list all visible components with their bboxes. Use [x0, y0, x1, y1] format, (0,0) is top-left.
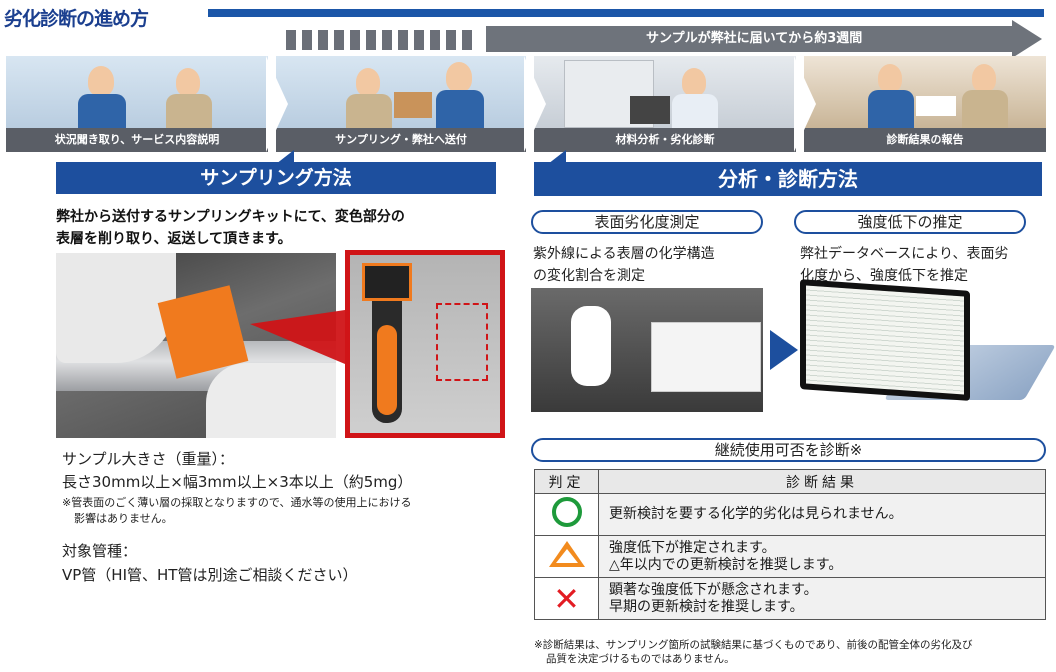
mark-cell [534, 493, 599, 536]
duration-arrow-head [1012, 20, 1042, 58]
diagnosis-table: 判定 診断結果 更新検討を要する化学的劣化は見られません。 強度低下が推定されま… [534, 469, 1046, 620]
mark-cell [534, 535, 599, 578]
step-label: 診断結果の報告 [804, 128, 1046, 152]
continuation-title: 継続使用可否を診断※ [531, 438, 1046, 462]
step-chevron [524, 56, 546, 152]
banner-pointer [276, 150, 294, 164]
strength-description: 弊社データベースにより、表面劣 化度から、強度低下を推定 [800, 246, 1009, 284]
pipe-type-value: VP管（HI管、HT管は別途ご相談ください） [62, 566, 358, 584]
surface-degradation-label: 表面劣化度測定 [531, 210, 763, 234]
step-sampling: サンプリング・弊社へ送付 [276, 56, 526, 152]
sampling-banner: サンプリング方法 [56, 162, 496, 194]
title-rule [208, 9, 1044, 17]
flow-arrow-icon [770, 330, 798, 370]
surface-description: 紫外線による表層の化学構造 の変化割合を測定 [533, 246, 715, 284]
database-monitor-image [800, 279, 1056, 410]
sample-size-note: ※管表面のごく薄い層の採取となりますので、通水等の使用上における 影響はありませ… [62, 496, 412, 525]
step-label: 状況聞き取り、サービス内容説明 [6, 128, 268, 152]
sampling-kit-photo [345, 250, 505, 438]
result-cell: 強度低下が推定されます。 △年以内での更新検討を推奨します。 [598, 535, 1046, 578]
page-title: 劣化診断の進め方 [4, 8, 149, 30]
table-row: ✕ 顕著な強度低下が懸念されます。 早期の更新検討を推奨します。 [534, 577, 1046, 620]
pipe-type-title: 対象管種： [62, 542, 138, 560]
result-cell: 顕著な強度低下が懸念されます。 早期の更新検討を推奨します。 [598, 577, 1046, 620]
step-illustration [534, 56, 796, 128]
step-report: 診断結果の報告 [804, 56, 1046, 152]
header-result: 診断結果 [598, 469, 1046, 494]
step-chevron [794, 56, 816, 152]
sampling-photo [56, 253, 336, 438]
callout-connector [250, 310, 345, 364]
sampling-description: 弊社から送付するサンプリングキットにて、変色部分の 表層を削り取り、返送して頂き… [56, 209, 405, 247]
step-illustration [276, 56, 526, 128]
table-row: 更新検討を要する化学的劣化は見られません。 [534, 493, 1046, 536]
triangle-icon [548, 541, 585, 567]
banner-pointer [548, 150, 566, 164]
mark-cell: ✕ [534, 577, 599, 620]
step-hearing: 状況聞き取り、サービス内容説明 [6, 56, 268, 152]
cross-icon: ✕ [553, 579, 580, 618]
step-label: 材料分析・劣化診断 [534, 128, 796, 152]
footnote: ※診断結果は、サンプリング箇所の試験結果に基づくものであり、前後の配管全体の劣化… [534, 639, 973, 665]
step-chevron [266, 56, 288, 152]
duration-arrow: サンプルが弊社に届いてから約3週間 [486, 26, 1014, 52]
table-row: 強度低下が推定されます。 △年以内での更新検討を推奨します。 [534, 535, 1046, 578]
circle-icon [551, 497, 582, 527]
step-label: サンプリング・弊社へ送付 [276, 128, 526, 152]
step-analysis: 材料分析・劣化診断 [534, 56, 796, 152]
strength-estimate-label: 強度低下の推定 [794, 210, 1026, 234]
result-cell: 更新検討を要する化学的劣化は見られません。 [598, 493, 1046, 536]
table-header-row: 判定 診断結果 [534, 469, 1046, 494]
lab-instrument-photo [531, 288, 763, 412]
step-illustration [6, 56, 268, 128]
sample-size-title: サンプル大きさ（重量）： [62, 450, 235, 468]
sample-size-value: 長さ30mm以上×幅3mm以上×3本以上（約5mg） [62, 473, 413, 491]
sample-bag-highlight [436, 303, 488, 381]
header-judgement: 判定 [534, 469, 599, 494]
analysis-banner: 分析・診断方法 [534, 162, 1042, 196]
step-illustration [804, 56, 1046, 128]
